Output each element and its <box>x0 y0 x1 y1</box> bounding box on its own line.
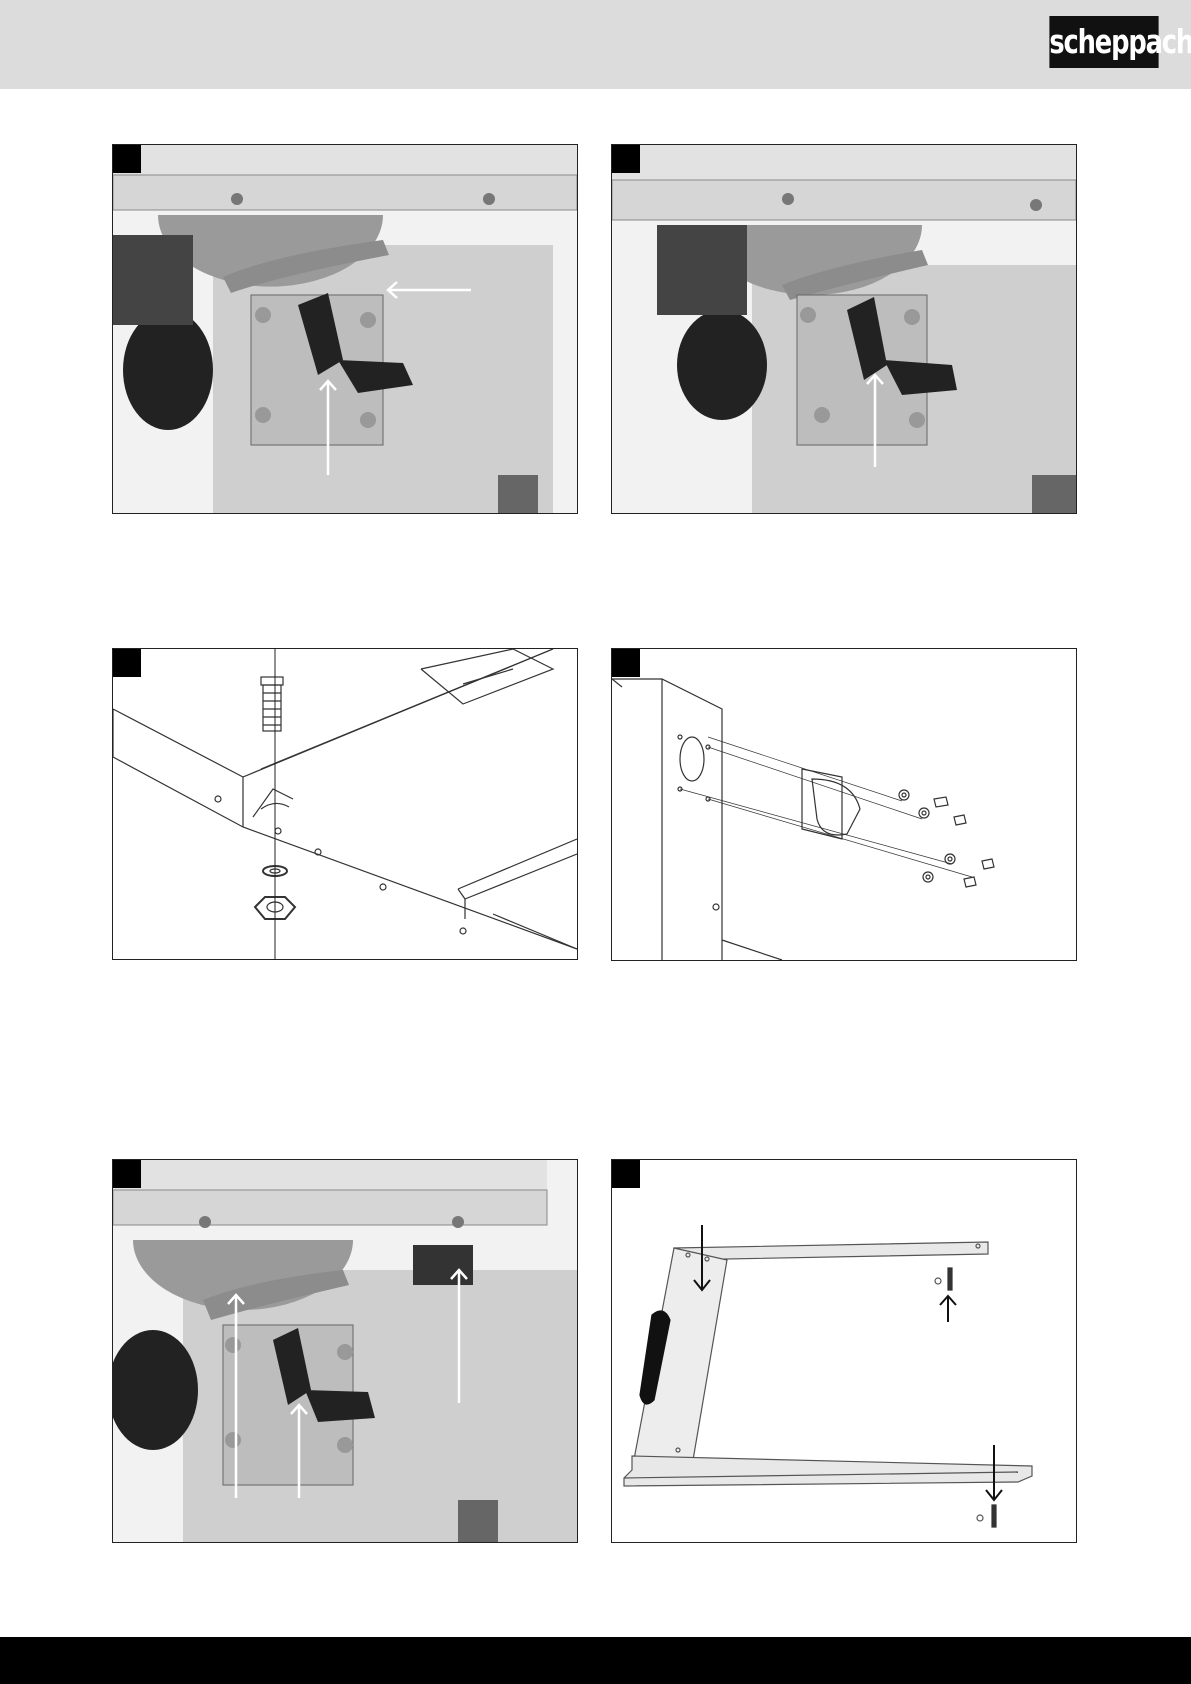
figure-photo-5-image <box>113 1160 577 1542</box>
figure-number-badge <box>113 649 141 677</box>
figure-number-badge <box>612 649 640 677</box>
figure-drawing-6-image <box>612 1160 1076 1542</box>
figure-number-badge <box>612 1160 640 1188</box>
figure-photo-2-image <box>612 145 1076 513</box>
figure-photo-5 <box>112 1159 578 1543</box>
page-header: scheppach <box>0 0 1191 89</box>
figure-number-badge <box>113 145 141 173</box>
page-footer-bar <box>0 1637 1191 1684</box>
figure-number-badge <box>113 1160 141 1188</box>
figure-drawing-6 <box>611 1159 1077 1543</box>
figure-drawing-4-image <box>612 649 1076 960</box>
figure-drawing-4 <box>611 648 1077 961</box>
figure-number-badge <box>612 145 640 173</box>
figure-photo-2 <box>611 144 1077 514</box>
figure-drawing-3 <box>112 648 578 960</box>
figure-drawing-3-image <box>113 649 577 959</box>
figure-photo-1 <box>112 144 578 514</box>
figure-photo-1-image <box>113 145 577 513</box>
brand-logo: scheppach <box>1049 16 1158 68</box>
